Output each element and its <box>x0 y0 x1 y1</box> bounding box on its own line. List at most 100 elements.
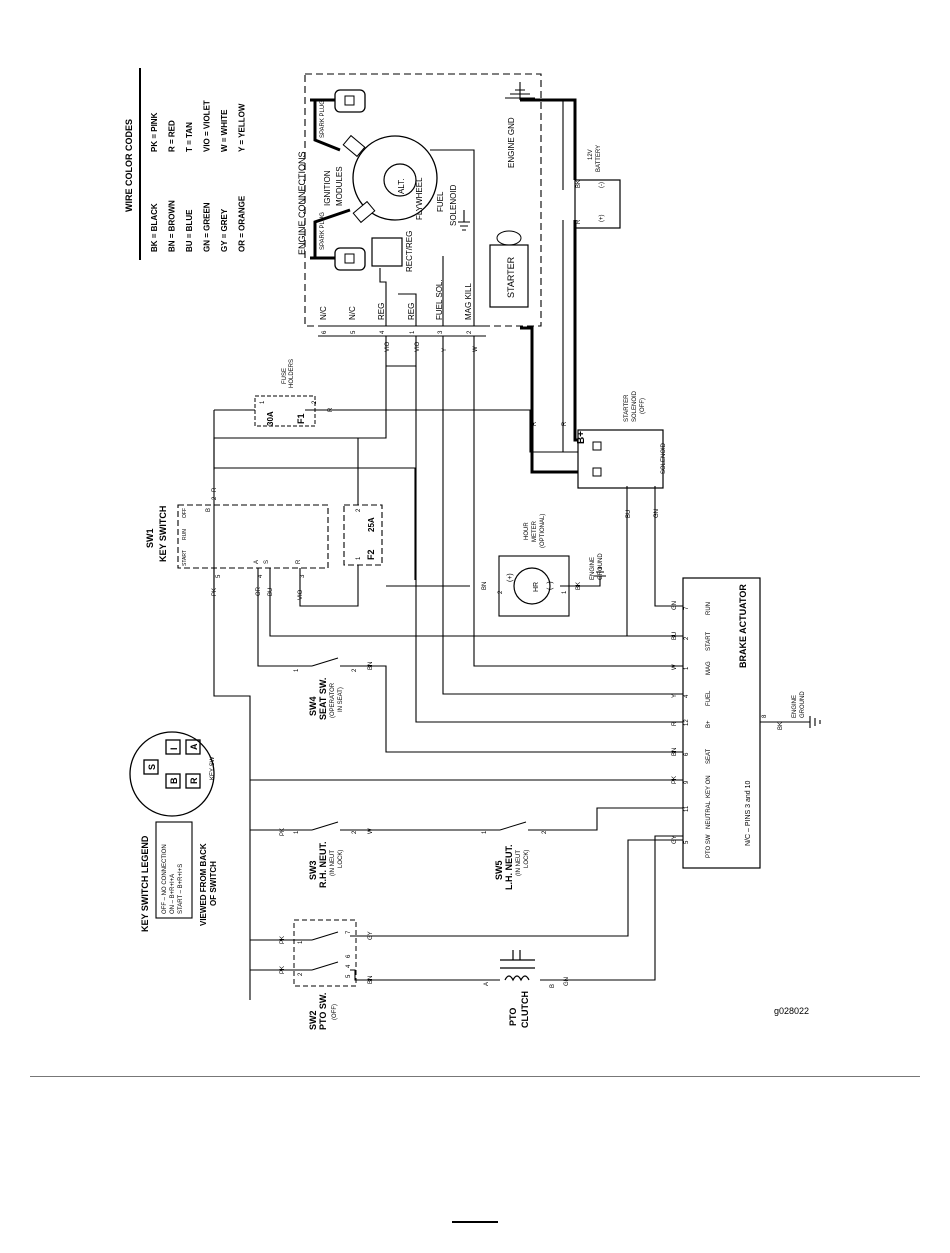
sw5-title: SW5 <box>494 860 504 880</box>
starter-solenoid-box <box>577 429 664 489</box>
starter-solenoid-label: STARTER <box>624 394 630 422</box>
hour-meter-label: METER <box>532 520 538 542</box>
page-number-line <box>452 1221 498 1223</box>
clutch-pin: A <box>484 982 490 986</box>
wire-code: GY <box>672 835 678 844</box>
wire-code: R <box>532 421 538 426</box>
color-code-item: Y = YELLOW <box>238 103 247 152</box>
ground-label: GROUND <box>598 553 604 580</box>
solenoid-label: SOLENOID <box>661 442 667 474</box>
wire-code: R <box>672 721 678 726</box>
wire-code: R <box>576 219 582 224</box>
color-code-item: VIO = VIOLET <box>203 100 212 152</box>
fuse-f1-label: F1 <box>296 413 306 424</box>
battery-label: 12V <box>588 149 594 160</box>
actuator-pin-name: SEAT <box>706 748 712 764</box>
color-code-item: R = RED <box>168 120 177 152</box>
sw-pin: 5 <box>346 974 352 978</box>
fuse-pin: 1 <box>260 400 266 404</box>
wire-code: W <box>672 664 678 670</box>
wire-code: VIO <box>298 589 304 600</box>
hour-meter-label: (OPTIONAL) <box>540 514 546 548</box>
battery-terminal: (+) <box>599 214 605 222</box>
color-code-item: GY = GREY <box>220 208 229 252</box>
sw-pin: 2 <box>298 972 304 976</box>
fuel-solenoid-label: FUEL <box>436 191 445 212</box>
wire-code: Y <box>442 348 448 352</box>
key-letter: A <box>189 743 199 750</box>
actuator-pin-num: 9 <box>684 780 690 784</box>
wire-code: BN <box>368 662 374 670</box>
sw4-title: SEAT SW. <box>318 678 328 720</box>
sw-pin: 1 <box>294 830 300 834</box>
color-code-item: BU = BLUE <box>185 209 194 252</box>
sw2-title: SW2 <box>308 1010 318 1030</box>
key-position-label: RUN <box>182 529 188 540</box>
alt-label: ALT. <box>397 179 406 194</box>
brake-actuator-note: N/C – PINS 3 and 10 <box>745 781 752 846</box>
connector-pin: 4 <box>380 330 386 334</box>
key-terminal: B <box>206 508 212 512</box>
connector-pin: 1 <box>410 330 416 334</box>
ground-label: ENGINE <box>590 557 596 580</box>
key-pin: 4 <box>258 574 264 578</box>
pto-clutch-title: CLUTCH <box>520 991 530 1028</box>
sw3-title: SW3 <box>308 860 318 880</box>
sw5-switch-icon <box>499 821 530 831</box>
engine-gnd-label: ENGINE GND <box>507 117 516 168</box>
brake-actuator-title: BRAKE ACTUATOR <box>738 584 748 668</box>
wire-color-codes-title: WIRE COLOR CODES <box>124 119 134 212</box>
wire-code: BK <box>576 582 582 590</box>
hour-meter-minus: (−) <box>547 581 554 590</box>
fuse-pin: 1 <box>356 556 362 560</box>
flywheel-icon <box>352 135 438 221</box>
sw4-title: IN SEAT) <box>338 687 344 712</box>
sw4-title: (OPERATOR <box>330 682 336 718</box>
battery-box <box>574 179 621 229</box>
pto-clutch-coil-icon <box>500 950 535 982</box>
b-plus-label: B+ <box>576 431 587 444</box>
connector-label: N/C <box>348 306 357 320</box>
actuator-pin-name: KEY ON <box>706 775 712 798</box>
wires <box>177 73 821 1000</box>
key-pin: 3 <box>300 574 306 578</box>
actuator-pin-name: MAG <box>706 661 712 675</box>
sw2-title: PTO SW. <box>318 993 328 1030</box>
spark-plug-label: SPARK PLUG <box>320 212 326 250</box>
key-terminal: R <box>296 559 302 564</box>
key-terminal: S <box>264 560 270 564</box>
actuator-pin-num: 12 <box>684 719 690 726</box>
sw5-title: LOCK) <box>524 850 530 868</box>
starter-solenoid-label: SOLENOID <box>632 390 638 422</box>
rect-reg-box <box>371 237 403 267</box>
fuel-solenoid-label: SOLENOID <box>449 184 458 226</box>
color-code-item: BN = BROWN <box>168 200 177 252</box>
sw-pin: 2 <box>352 830 358 834</box>
legend-row: ON – B+R+I+A <box>170 874 176 914</box>
spark-plug-icon <box>310 89 366 152</box>
starter-label: STARTER <box>506 256 516 298</box>
ignition-modules-label: MODULES <box>335 166 344 206</box>
wire-code: VIO <box>385 341 391 352</box>
connector-label: FUEL SOL. <box>435 279 444 320</box>
ground-label: ENGINE <box>792 695 798 718</box>
wire-code: BN <box>482 582 488 590</box>
key-letter: B <box>169 777 179 784</box>
connector-label: REG <box>407 303 416 320</box>
wire-code: BN <box>672 748 678 756</box>
connector-pin: 3 <box>438 330 444 334</box>
hour-meter-pin: 2 <box>498 590 504 594</box>
hour-meter-hr: HR <box>533 582 540 592</box>
sw4-switch-icon <box>311 657 342 667</box>
key-pin: 2 <box>212 496 218 500</box>
sw3-switch-icon <box>311 821 342 831</box>
battery-label: BATTERY <box>596 145 602 172</box>
spark-plug-label: SPARK PLUG <box>320 100 326 138</box>
key-switch-face-icon <box>129 731 215 817</box>
color-code-item: W = WHITE <box>220 109 229 152</box>
actuator-pin-num: 1 <box>684 666 690 670</box>
engine-connections-title: ENGINE CONNECTIONS <box>297 151 307 255</box>
